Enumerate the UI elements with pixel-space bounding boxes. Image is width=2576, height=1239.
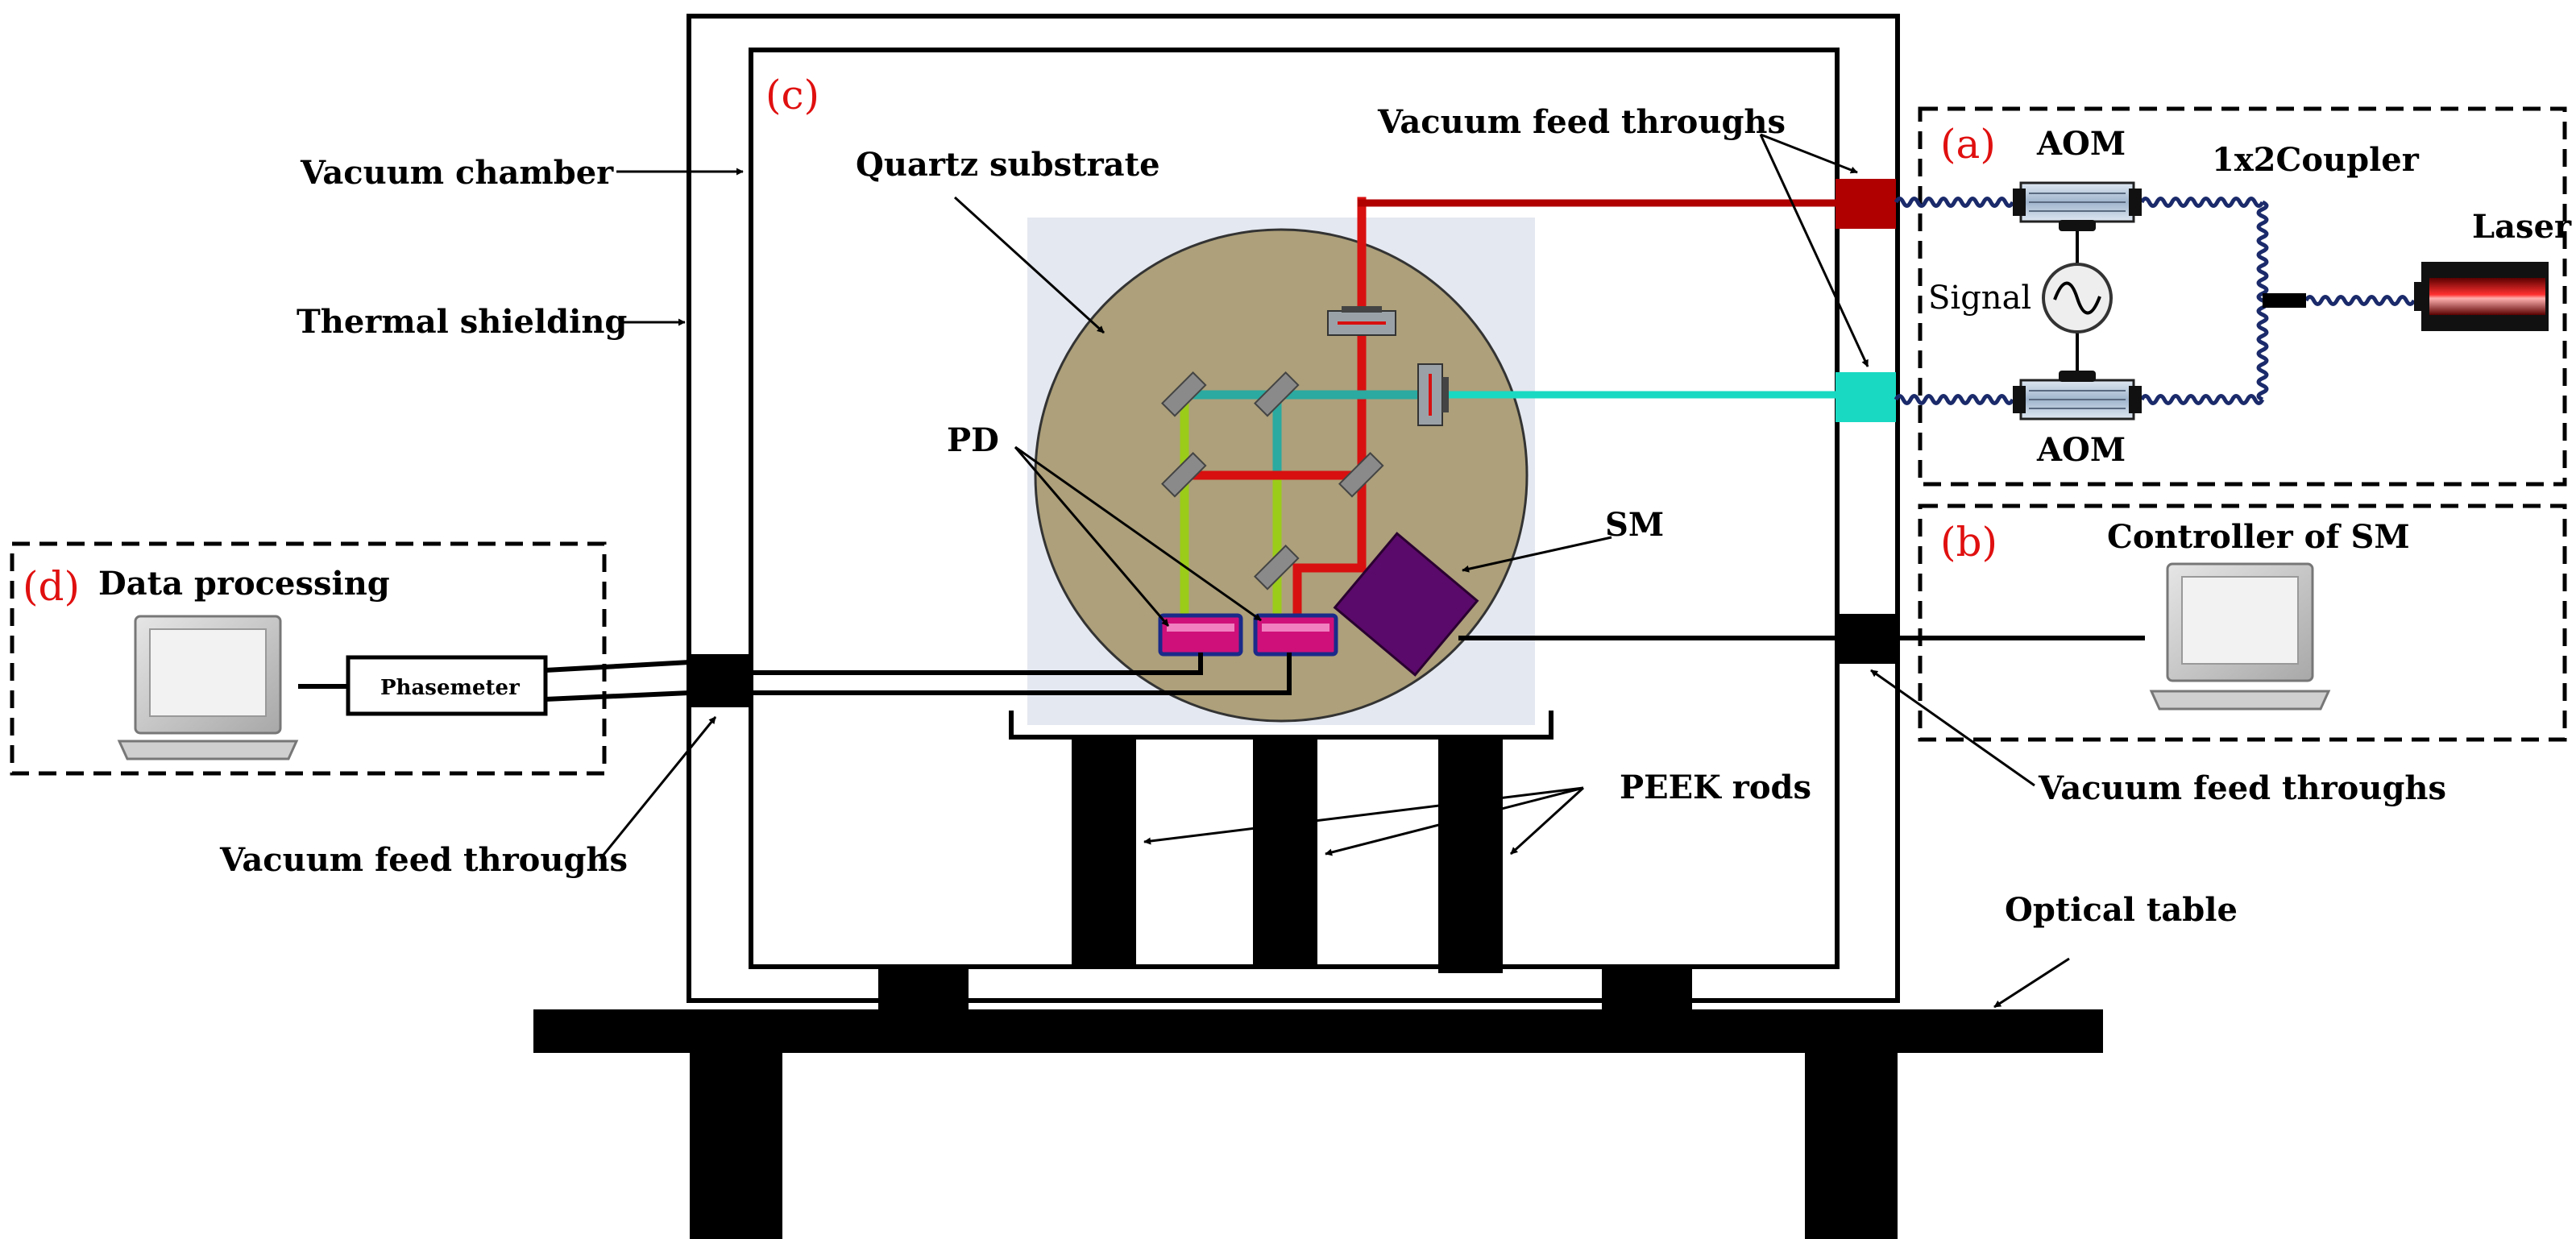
signal-generator — [2042, 231, 2113, 371]
annotation-arrows — [599, 133, 2070, 1009]
fiber-collimator-cyan — [1417, 363, 1449, 426]
fiber-coil — [2139, 394, 2265, 405]
label-data-processing: Data processing — [98, 565, 390, 603]
fiber-collimator-red — [1327, 306, 1396, 336]
fiber-coil — [2139, 197, 2265, 208]
peek-rods — [1009, 711, 1553, 973]
steering-mirror — [1333, 532, 1479, 677]
computer-icon-data — [117, 615, 299, 760]
signal-cables — [298, 636, 2145, 702]
feedthrough-cyan — [1836, 372, 1896, 422]
laser-source — [2414, 262, 2549, 331]
label-coupler: 1x2Coupler — [2212, 141, 2420, 179]
label-vacuum-feed-throughs-left: Vacuum feed throughs — [219, 841, 628, 879]
label-peek-rods: PEEK rods — [1620, 769, 1811, 806]
aom-bottom — [2013, 371, 2142, 421]
fiber-coil — [2256, 200, 2269, 303]
text-labels: (c) (a) (b) (d) Vacuum chamber Thermal s… — [23, 72, 2572, 929]
panel-label-d: (d) — [23, 563, 80, 610]
vacuum-chamber-outline — [687, 14, 1900, 1003]
fiber-coil — [1894, 394, 2015, 405]
panel-a-box — [1918, 106, 2567, 487]
coupler-connector — [2263, 293, 2306, 308]
panel-label-c: (c) — [765, 72, 819, 118]
label-signal: Signal — [1928, 280, 2031, 317]
label-pd: PD — [947, 421, 999, 459]
label-optical-table: Optical table — [2005, 891, 2238, 929]
feedthrough-right-black — [1836, 614, 1896, 664]
label-vacuum-chamber: Vacuum chamber — [300, 154, 614, 192]
label-laser: Laser — [2472, 208, 2572, 246]
beam-splitters — [1161, 371, 1384, 590]
phasemeter-box — [346, 655, 548, 716]
optical-table — [533, 967, 2103, 1239]
aom-top — [2013, 181, 2142, 231]
label-sm: SM — [1605, 506, 1664, 544]
photodiode-right — [1253, 613, 1338, 657]
panel-label-b: (b) — [1940, 519, 1997, 566]
label-controller-of-sm: Controller of SM — [2107, 518, 2410, 556]
fiber-coils — [1894, 197, 2416, 405]
label-vacuum-feed-throughs-right: Vacuum feed throughs — [2038, 769, 2446, 807]
fiber-coil — [2304, 295, 2416, 306]
label-aom-top: AOM — [2036, 125, 2126, 163]
label-quartz-substrate: Quartz substrate — [856, 146, 1160, 184]
computer-icon-controller — [2149, 562, 2331, 711]
label-thermal-shielding: Thermal shielding — [297, 303, 627, 341]
feedthrough-red — [1836, 179, 1896, 229]
fiber-coil — [2256, 298, 2269, 402]
feedthrough-left-black — [690, 654, 751, 707]
label-aom-bottom: AOM — [2036, 431, 2126, 469]
label-phasemeter: Phasemeter — [380, 676, 520, 700]
photodiode-left — [1158, 613, 1243, 657]
fiber-coil — [1894, 197, 2015, 208]
label-vacuum-feed-throughs-top: Vacuum feed throughs — [1377, 103, 1786, 141]
panel-label-a: (a) — [1940, 121, 1996, 168]
